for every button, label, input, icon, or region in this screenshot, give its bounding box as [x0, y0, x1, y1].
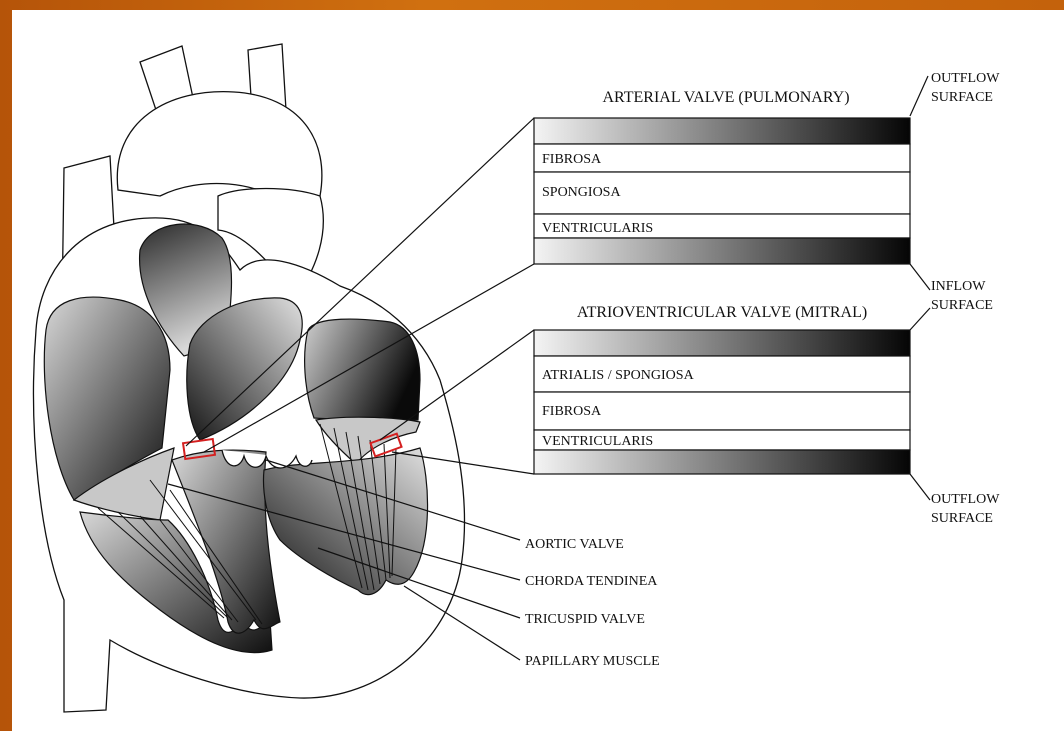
surface-labels: OUTFLOW SURFACE INFLOW SURFACE OUTFLOW S…: [931, 71, 1000, 526]
arterial-outflow-gradient: [534, 118, 910, 144]
outflow-top-label-2: SURFACE: [931, 90, 993, 105]
av-valve-title: ATRIOVENTRICULAR VALVE (MITRAL): [577, 304, 867, 321]
arterial-spongiosa-label: SPONGIOSA: [542, 185, 621, 200]
outflow-top-label-1: OUTFLOW: [931, 71, 1000, 86]
heart-illustration: [34, 44, 465, 712]
inflow-label-2: SURFACE: [931, 298, 993, 313]
arterial-ventricularis-label: VENTRICULARIS: [542, 221, 653, 236]
arterial-valve-title: ARTERIAL VALVE (PULMONARY): [602, 89, 849, 106]
arterial-fibrosa-label: FIBROSA: [542, 152, 602, 167]
outflow-bottom-label-2: SURFACE: [931, 511, 993, 526]
arterial-valve-panel: ARTERIAL VALVE (PULMONARY) FIBROSA SPONG…: [534, 89, 910, 264]
left-atrium: [305, 319, 420, 420]
arterial-inflow-gradient: [534, 238, 910, 264]
tricuspid-valve-label: TRICUSPID VALVE: [525, 612, 645, 627]
av-atrialis-label: ATRIALIS / SPONGIOSA: [542, 368, 695, 383]
outflow-bottom-label-1: OUTFLOW: [931, 492, 1000, 507]
aortic-valve-label: AORTIC VALVE: [525, 537, 624, 552]
av-inflow-gradient: [534, 330, 910, 356]
av-valve-panel: ATRIOVENTRICULAR VALVE (MITRAL) ATRIALIS…: [534, 304, 910, 474]
anatomy-labels: AORTIC VALVE CHORDA TENDINEA TRICUSPID V…: [525, 537, 660, 669]
inflow-label-1: INFLOW: [931, 279, 986, 294]
av-fibrosa-label: FIBROSA: [542, 404, 602, 419]
av-ventricularis-label: VENTRICULARIS: [542, 434, 653, 449]
chorda-tendinea-label: CHORDA TENDINEA: [525, 574, 658, 589]
av-outflow-gradient: [534, 450, 910, 474]
papillary-muscle-label: PAPILLARY MUSCLE: [525, 654, 660, 669]
